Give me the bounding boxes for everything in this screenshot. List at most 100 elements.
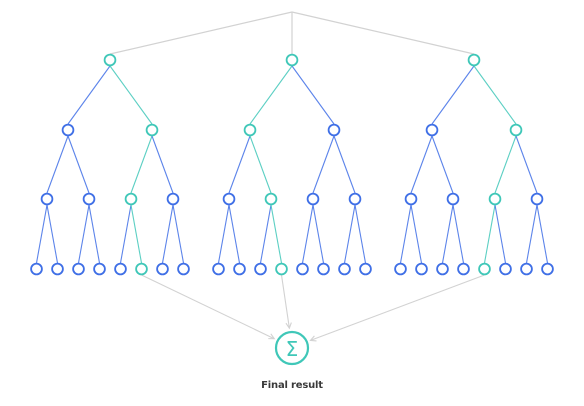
- tree-edge: [354, 204, 367, 264]
- tree-leaf-node: [93, 262, 106, 276]
- nodes-layer: [30, 53, 554, 276]
- tree-leaf-node: [177, 262, 190, 276]
- tree-edge: [515, 135, 538, 194]
- tree-edge: [119, 204, 132, 264]
- tree-edge: [473, 65, 517, 125]
- tree-edge: [410, 135, 433, 194]
- tree-root-node: [467, 53, 481, 67]
- tree-leaf-node: [296, 262, 309, 276]
- top-connector-line: [291, 11, 475, 55]
- tree-leaf-node: [499, 262, 512, 276]
- aggregate-line: [310, 274, 485, 341]
- tree-edge: [483, 204, 496, 264]
- sum-circle: [274, 330, 310, 366]
- tree-leaf-node: [30, 262, 43, 276]
- tree-leaf-node: [114, 262, 127, 276]
- sigma-icon: Σ: [286, 337, 299, 361]
- tree-node: [446, 192, 460, 206]
- aggregate-arrowhead: [309, 335, 317, 342]
- tree-leaf-node: [338, 262, 351, 276]
- tree-leaf-node: [275, 262, 288, 276]
- tree-leaf-node: [394, 262, 407, 276]
- tree-edge: [46, 135, 69, 194]
- tree-node: [222, 192, 236, 206]
- tree-leaf-node: [457, 262, 470, 276]
- tree-leaf-node: [415, 262, 428, 276]
- tree-edge: [291, 65, 335, 125]
- tree-leaf-node: [254, 262, 267, 276]
- tree-leaf-node: [359, 262, 372, 276]
- tree-node: [243, 123, 257, 137]
- tree-node: [306, 192, 320, 206]
- tree-node: [82, 192, 96, 206]
- tree-edge: [130, 135, 153, 194]
- tree-node: [264, 192, 278, 206]
- tree-edge: [228, 204, 241, 264]
- tree-leaf-node: [520, 262, 533, 276]
- tree-root-node: [103, 53, 117, 67]
- tree-edge: [431, 135, 454, 194]
- tree-node: [404, 192, 418, 206]
- tree-edge: [249, 135, 272, 194]
- tree-node: [488, 192, 502, 206]
- tree-edge: [301, 204, 314, 264]
- top-connector-line: [109, 11, 293, 55]
- tree-edge: [67, 65, 111, 125]
- tree-node: [348, 192, 362, 206]
- tree-edge: [431, 65, 475, 125]
- tree-node: [425, 123, 439, 137]
- tree-leaf-node: [156, 262, 169, 276]
- tree-leaf-node: [317, 262, 330, 276]
- tree-edge: [536, 204, 549, 264]
- aggregate-line: [280, 274, 290, 329]
- tree-edge: [109, 65, 153, 125]
- tree-node: [327, 123, 341, 137]
- tree-edge: [494, 135, 517, 194]
- aggregate-line: [141, 274, 275, 340]
- tree-node: [145, 123, 159, 137]
- tree-leaf-node: [212, 262, 225, 276]
- aggregate-arrowhead: [285, 322, 292, 330]
- tree-leaf-node: [436, 262, 449, 276]
- tree-node: [509, 123, 523, 137]
- tree-edge: [67, 135, 90, 194]
- tree-edge: [259, 204, 272, 264]
- final-result-label: Final result: [261, 380, 323, 391]
- tree-edge: [77, 204, 90, 264]
- tree-node: [61, 123, 75, 137]
- tree-leaf-node: [233, 262, 246, 276]
- tree-edge: [494, 204, 507, 264]
- tree-node: [124, 192, 138, 206]
- tree-edge: [88, 204, 101, 264]
- tree-edge: [312, 204, 325, 264]
- tree-edge: [172, 204, 185, 264]
- tree-root-node: [285, 53, 299, 67]
- tree-edge: [35, 204, 48, 264]
- tree-leaf-node: [541, 262, 554, 276]
- tree-leaf-node: [51, 262, 64, 276]
- tree-leaf-node: [478, 262, 491, 276]
- tree-edge: [46, 204, 59, 264]
- tree-node: [530, 192, 544, 206]
- tree-node: [166, 192, 180, 206]
- tree-edge: [410, 204, 423, 264]
- tree-edge: [249, 65, 293, 125]
- aggregate-arrowhead: [268, 333, 276, 340]
- tree-edge: [217, 204, 230, 264]
- tree-leaf-node: [135, 262, 148, 276]
- tree-edge: [452, 204, 465, 264]
- tree-edge: [333, 135, 356, 194]
- tree-edge: [270, 204, 283, 264]
- tree-edge: [151, 135, 174, 194]
- edges-layer: [35, 11, 549, 342]
- tree-node: [40, 192, 54, 206]
- tree-edge: [161, 204, 174, 264]
- tree-edge: [130, 204, 143, 264]
- tree-edge: [399, 204, 412, 264]
- tree-edge: [228, 135, 251, 194]
- tree-edge: [441, 204, 454, 264]
- tree-edge: [312, 135, 335, 194]
- tree-leaf-node: [72, 262, 85, 276]
